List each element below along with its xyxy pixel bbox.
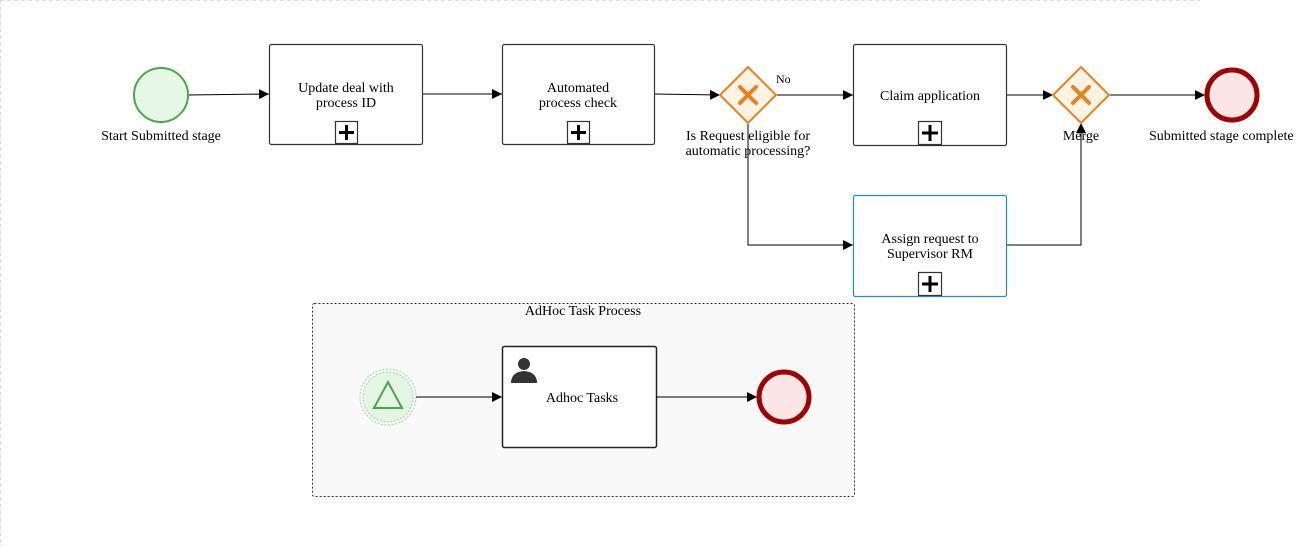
subprocess-plus-icon[interactable] (566, 120, 591, 145)
task-update-deal[interactable]: Update deal with process ID (268, 43, 424, 146)
sequence-flows (188, 89, 1205, 250)
gateway-eligible-label-line1: Is Request eligible for (686, 129, 810, 144)
canvas-border (0, 0, 1200, 547)
triangle-signal-icon (372, 379, 404, 409)
task-assign-request[interactable]: Assign request to Supervisor RM (852, 194, 1008, 298)
subprocess-plus-icon[interactable] (917, 120, 943, 146)
adhoc-subprocess-title: AdHoc Task Process (525, 304, 641, 319)
task-assign-request-label-line2: Supervisor RM (887, 247, 974, 262)
adhoc-end-event[interactable] (756, 369, 812, 425)
flow-no-label: No (776, 72, 791, 86)
adhoc-subprocess[interactable]: AdHoc Task Process Adhoc Tasks (312, 303, 855, 497)
gateway-x-icon (1071, 85, 1091, 105)
flow-start-to-update[interactable] (188, 89, 270, 100)
start-event-label: Start Submitted stage (101, 129, 221, 144)
end-event-label: Submitted stage complete (1149, 129, 1294, 144)
gateway-x-icon (738, 85, 758, 105)
task-automated-check-label-line1: Automated (547, 81, 609, 96)
flow-gateway-to-assign[interactable] (747, 123, 853, 250)
start-event-circle[interactable] (133, 67, 189, 123)
task-update-deal-label-line2: process ID (316, 96, 376, 111)
gateway-eligible-label-line2: automatic processing? (686, 144, 811, 159)
flow-assign-to-merge[interactable] (1006, 123, 1086, 246)
task-automated-check[interactable]: Automated process check (501, 43, 656, 146)
task-update-deal-label-line1: Update deal with (298, 81, 394, 96)
gateway-merge-label: Merge (1063, 129, 1099, 144)
task-automated-check-label-line2: process check (539, 96, 617, 111)
task-claim-application[interactable]: Claim application (852, 43, 1008, 147)
start-event[interactable] (133, 67, 189, 123)
signal-start-event[interactable] (359, 368, 417, 426)
task-assign-request-label-line1: Assign request to (881, 232, 978, 247)
task-claim-application-label: Claim application (880, 89, 980, 104)
user-icon (511, 358, 537, 383)
end-event-circle[interactable] (1204, 67, 1260, 123)
task-adhoc-tasks-label: Adhoc Tasks (546, 391, 618, 406)
subprocess-plus-icon[interactable] (917, 271, 943, 297)
flow-auto-to-gateway[interactable] (654, 89, 721, 100)
subprocess-plus-icon[interactable] (334, 120, 359, 145)
task-adhoc-tasks[interactable]: Adhoc Tasks (501, 345, 658, 449)
gateway-eligible[interactable] (718, 65, 778, 125)
end-event[interactable] (1204, 67, 1260, 123)
gateway-merge[interactable] (1051, 65, 1111, 125)
